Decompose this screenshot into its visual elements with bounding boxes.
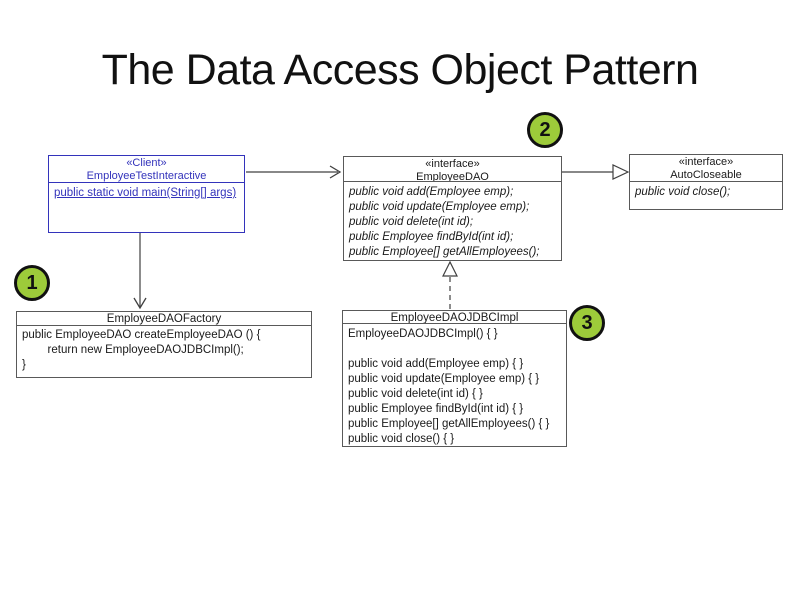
hollow-triangle-right-icon	[612, 164, 630, 180]
jdbcimpl-class-name: EmployeeDAOJDBCImpl	[390, 312, 519, 324]
factory-class-header: EmployeeDAOFactory	[17, 312, 311, 326]
dao-method-line: public void add(Employee emp);	[349, 186, 514, 198]
hollow-triangle-up-icon	[442, 260, 458, 277]
generalization-dao-to-autocloseable	[562, 164, 630, 180]
dao-method-list: public void add(Employee emp); public voi…	[344, 182, 561, 260]
factory-code-line: }	[22, 359, 26, 371]
jdbcimpl-code-line: EmployeeDAOJDBCImpl() { }	[348, 328, 498, 340]
jdbcimpl-code-line: public Employee findById(int id) { }	[348, 403, 524, 415]
dao-stereotype: «interface»	[425, 158, 480, 170]
dao-interface-box: «interface» EmployeeDAO public void add(…	[343, 156, 562, 261]
client-class-box: «Client» EmployeeTestInteractive public …	[48, 155, 245, 233]
dao-interface-name: EmployeeDAO	[416, 170, 489, 182]
jdbcimpl-class-box: EmployeeDAOJDBCImpl EmployeeDAOJDBCImpl(…	[342, 310, 567, 447]
factory-class-box: EmployeeDAOFactory public EmployeeDAO cr…	[16, 311, 312, 378]
autocloseable-interface-box: «interface» AutoCloseable public void cl…	[629, 154, 783, 210]
jdbcimpl-code-line: public void add(Employee emp) { }	[348, 358, 524, 370]
jdbcimpl-code-line: public void close() { }	[348, 433, 455, 445]
client-stereotype: «Client»	[126, 157, 167, 169]
jdbcimpl-method-list: EmployeeDAOJDBCImpl() { } public void add…	[343, 324, 566, 447]
autocloseable-stereotype: «interface»	[678, 156, 734, 168]
factory-class-name: EmployeeDAOFactory	[106, 313, 222, 325]
client-class-name: EmployeeTestInteractive	[86, 169, 207, 182]
dao-method-line: public Employee findById(int id);	[349, 231, 514, 243]
realization-jdbcimpl-to-dao	[442, 260, 458, 309]
autocloseable-interface-name: AutoCloseable	[670, 168, 742, 181]
factory-class-body: public EmployeeDAO createEmployeeDAO () …	[17, 326, 311, 373]
jdbcimpl-code-line: public Employee[] getAllEmployees() { }	[348, 418, 550, 430]
association-client-to-factory	[133, 233, 147, 310]
association-client-to-dao	[246, 165, 342, 179]
autocloseable-interface-header: «interface» AutoCloseable	[630, 155, 782, 182]
step-badge-3: 3	[569, 305, 605, 341]
autocloseable-method-list: public void close();	[630, 182, 782, 200]
open-arrowhead-right-icon	[329, 165, 342, 179]
jdbcimpl-class-header: EmployeeDAOJDBCImpl	[343, 311, 566, 324]
dao-method-line: public void delete(int id);	[349, 216, 474, 228]
open-arrowhead-down-icon	[133, 297, 147, 310]
client-class-header: «Client» EmployeeTestInteractive	[49, 156, 244, 183]
autocloseable-method-line: public void close();	[635, 186, 731, 198]
step-badge-2: 2	[527, 112, 563, 148]
dao-method-line: public Employee[] getAllEmployees();	[349, 246, 540, 258]
dao-method-line: public void update(Employee emp);	[349, 201, 530, 213]
jdbcimpl-code-line: public void update(Employee emp) { }	[348, 373, 540, 385]
jdbcimpl-code-line: public void delete(int id) { }	[348, 388, 483, 400]
page-title: The Data Access Object Pattern	[101, 46, 699, 94]
jdbcimpl-code-line	[348, 342, 561, 357]
main-method-link[interactable]: public static void main(String[] args)	[54, 187, 237, 199]
factory-code-line: return new EmployeeDAOJDBCImpl();	[22, 344, 244, 356]
step-badge-1: 1	[14, 265, 50, 301]
factory-code-line: public EmployeeDAO createEmployeeDAO () …	[22, 329, 261, 341]
client-class-body: public static void main(String[] args)	[49, 183, 244, 201]
dao-interface-header: «interface» EmployeeDAO	[344, 157, 561, 182]
